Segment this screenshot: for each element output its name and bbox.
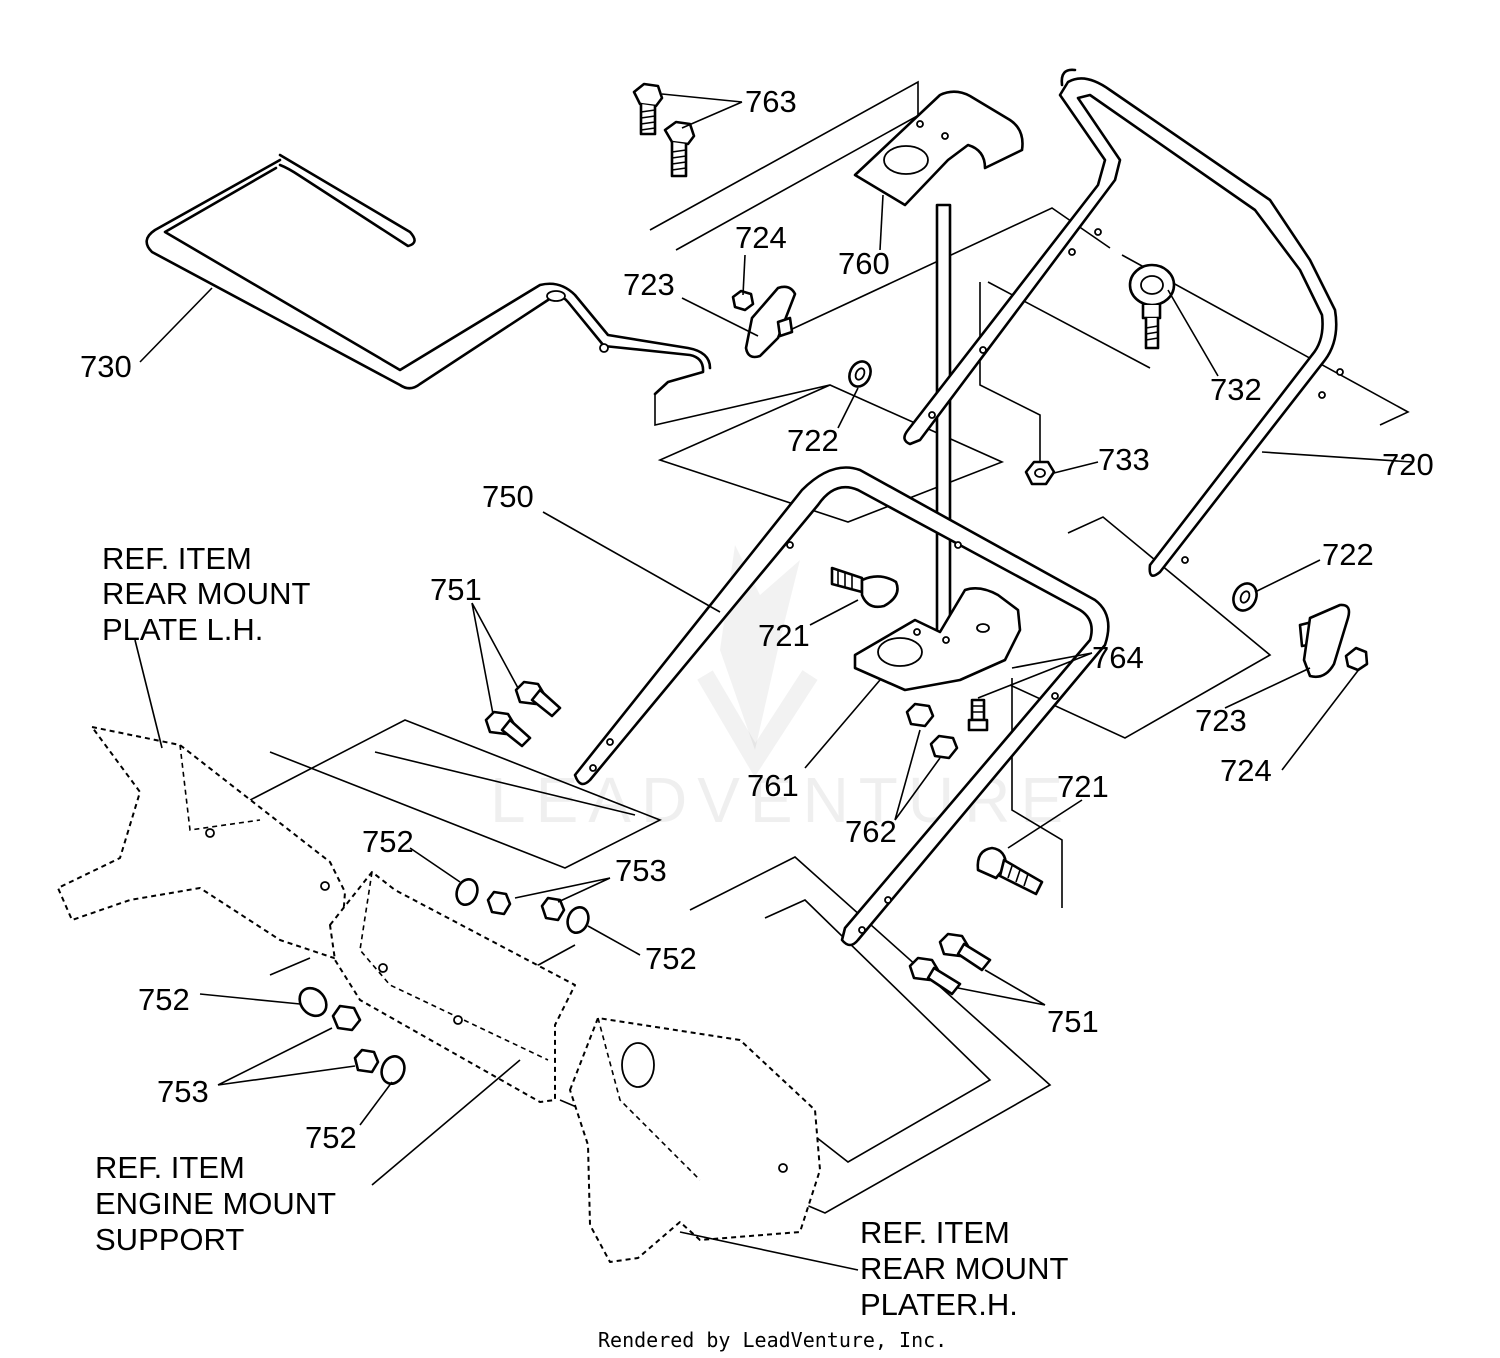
part-labels: 763 724 760 723 730 732 722 733 720 750 … [80, 84, 1434, 1155]
ref-label-engine-mount: REF. ITEM ENGINE MOUNT SUPPORT [95, 1150, 336, 1257]
label-752-b: 752 [645, 941, 697, 976]
label-720: 720 [1382, 447, 1434, 482]
label-753-a: 753 [615, 853, 667, 888]
label-724-right: 724 [1220, 753, 1272, 788]
part-732-eye-bolt [1128, 263, 1176, 350]
svg-text:REF. ITEM: REF. ITEM [95, 1150, 245, 1185]
label-721-lower: 721 [1057, 769, 1109, 804]
label-762: 762 [845, 814, 897, 849]
svg-text:REF. ITEM: REF. ITEM [102, 541, 252, 576]
label-732: 732 [1210, 372, 1262, 407]
leader-lines [134, 93, 1413, 1271]
part-764-screw [967, 698, 989, 732]
label-763: 763 [745, 84, 797, 119]
label-752-d: 752 [305, 1120, 357, 1155]
ref-label-rear-mount-rh: REF. ITEM REAR MOUNT PLATER.H. [860, 1215, 1068, 1322]
svg-text:PLATE L.H.: PLATE L.H. [102, 612, 263, 647]
label-764: 764 [1092, 640, 1144, 675]
label-751-upper: 751 [430, 572, 482, 607]
label-722-right: 722 [1322, 537, 1374, 572]
label-730: 730 [80, 349, 132, 384]
label-724-upper: 724 [735, 220, 787, 255]
part-763-bolts [632, 82, 696, 178]
part-733-nut [1024, 460, 1056, 486]
part-721-bolt-upper [830, 566, 899, 609]
label-761: 761 [747, 768, 799, 803]
label-723-right: 723 [1195, 703, 1247, 738]
label-723-upper: 723 [623, 267, 675, 302]
svg-text:REAR MOUNT: REAR MOUNT [860, 1251, 1068, 1286]
part-720-handle [903, 68, 1344, 577]
part-753-nuts [331, 890, 566, 1074]
part-752-washers [298, 878, 590, 1085]
part-761-lower-bracket [853, 587, 1022, 692]
label-750: 750 [482, 479, 534, 514]
part-723-knob-upper [731, 285, 797, 359]
part-751-bolts-lower [908, 932, 992, 996]
label-752-c: 752 [138, 982, 190, 1017]
part-750-lower-handle [573, 466, 1110, 947]
svg-text:REF. ITEM: REF. ITEM [860, 1215, 1010, 1250]
part-723-knob-right [1298, 603, 1369, 679]
ref-rear-mount-plate-lh [57, 726, 346, 961]
footer-credit: Rendered by LeadVenture, Inc. [598, 1328, 947, 1352]
part-722-washer-right [1232, 582, 1258, 612]
part-762-nuts [905, 702, 959, 760]
label-733: 733 [1098, 442, 1150, 477]
label-760: 760 [838, 246, 890, 281]
part-722-washer-upper [848, 360, 872, 388]
label-721-upper: 721 [758, 618, 810, 653]
svg-text:ENGINE MOUNT: ENGINE MOUNT [95, 1186, 336, 1221]
svg-text:PLATER.H.: PLATER.H. [860, 1287, 1018, 1322]
ref-engine-mount-support [329, 871, 576, 1103]
part-721-bolt-lower [976, 846, 1044, 896]
ref-rear-mount-plate-rh [569, 1017, 821, 1263]
svg-text:SUPPORT: SUPPORT [95, 1222, 244, 1257]
label-752-a: 752 [362, 824, 414, 859]
ref-label-rear-mount-lh: REF. ITEM REAR MOUNT PLATE L.H. [102, 541, 310, 647]
label-751-lower: 751 [1047, 1004, 1099, 1039]
label-753-b: 753 [157, 1074, 209, 1109]
part-760-upper-bracket [853, 90, 1024, 682]
label-722-upper: 722 [787, 423, 839, 458]
svg-text:REAR MOUNT: REAR MOUNT [102, 576, 310, 611]
part-751-bolts-upper [484, 680, 562, 748]
part-730-bail-rod [145, 153, 712, 396]
